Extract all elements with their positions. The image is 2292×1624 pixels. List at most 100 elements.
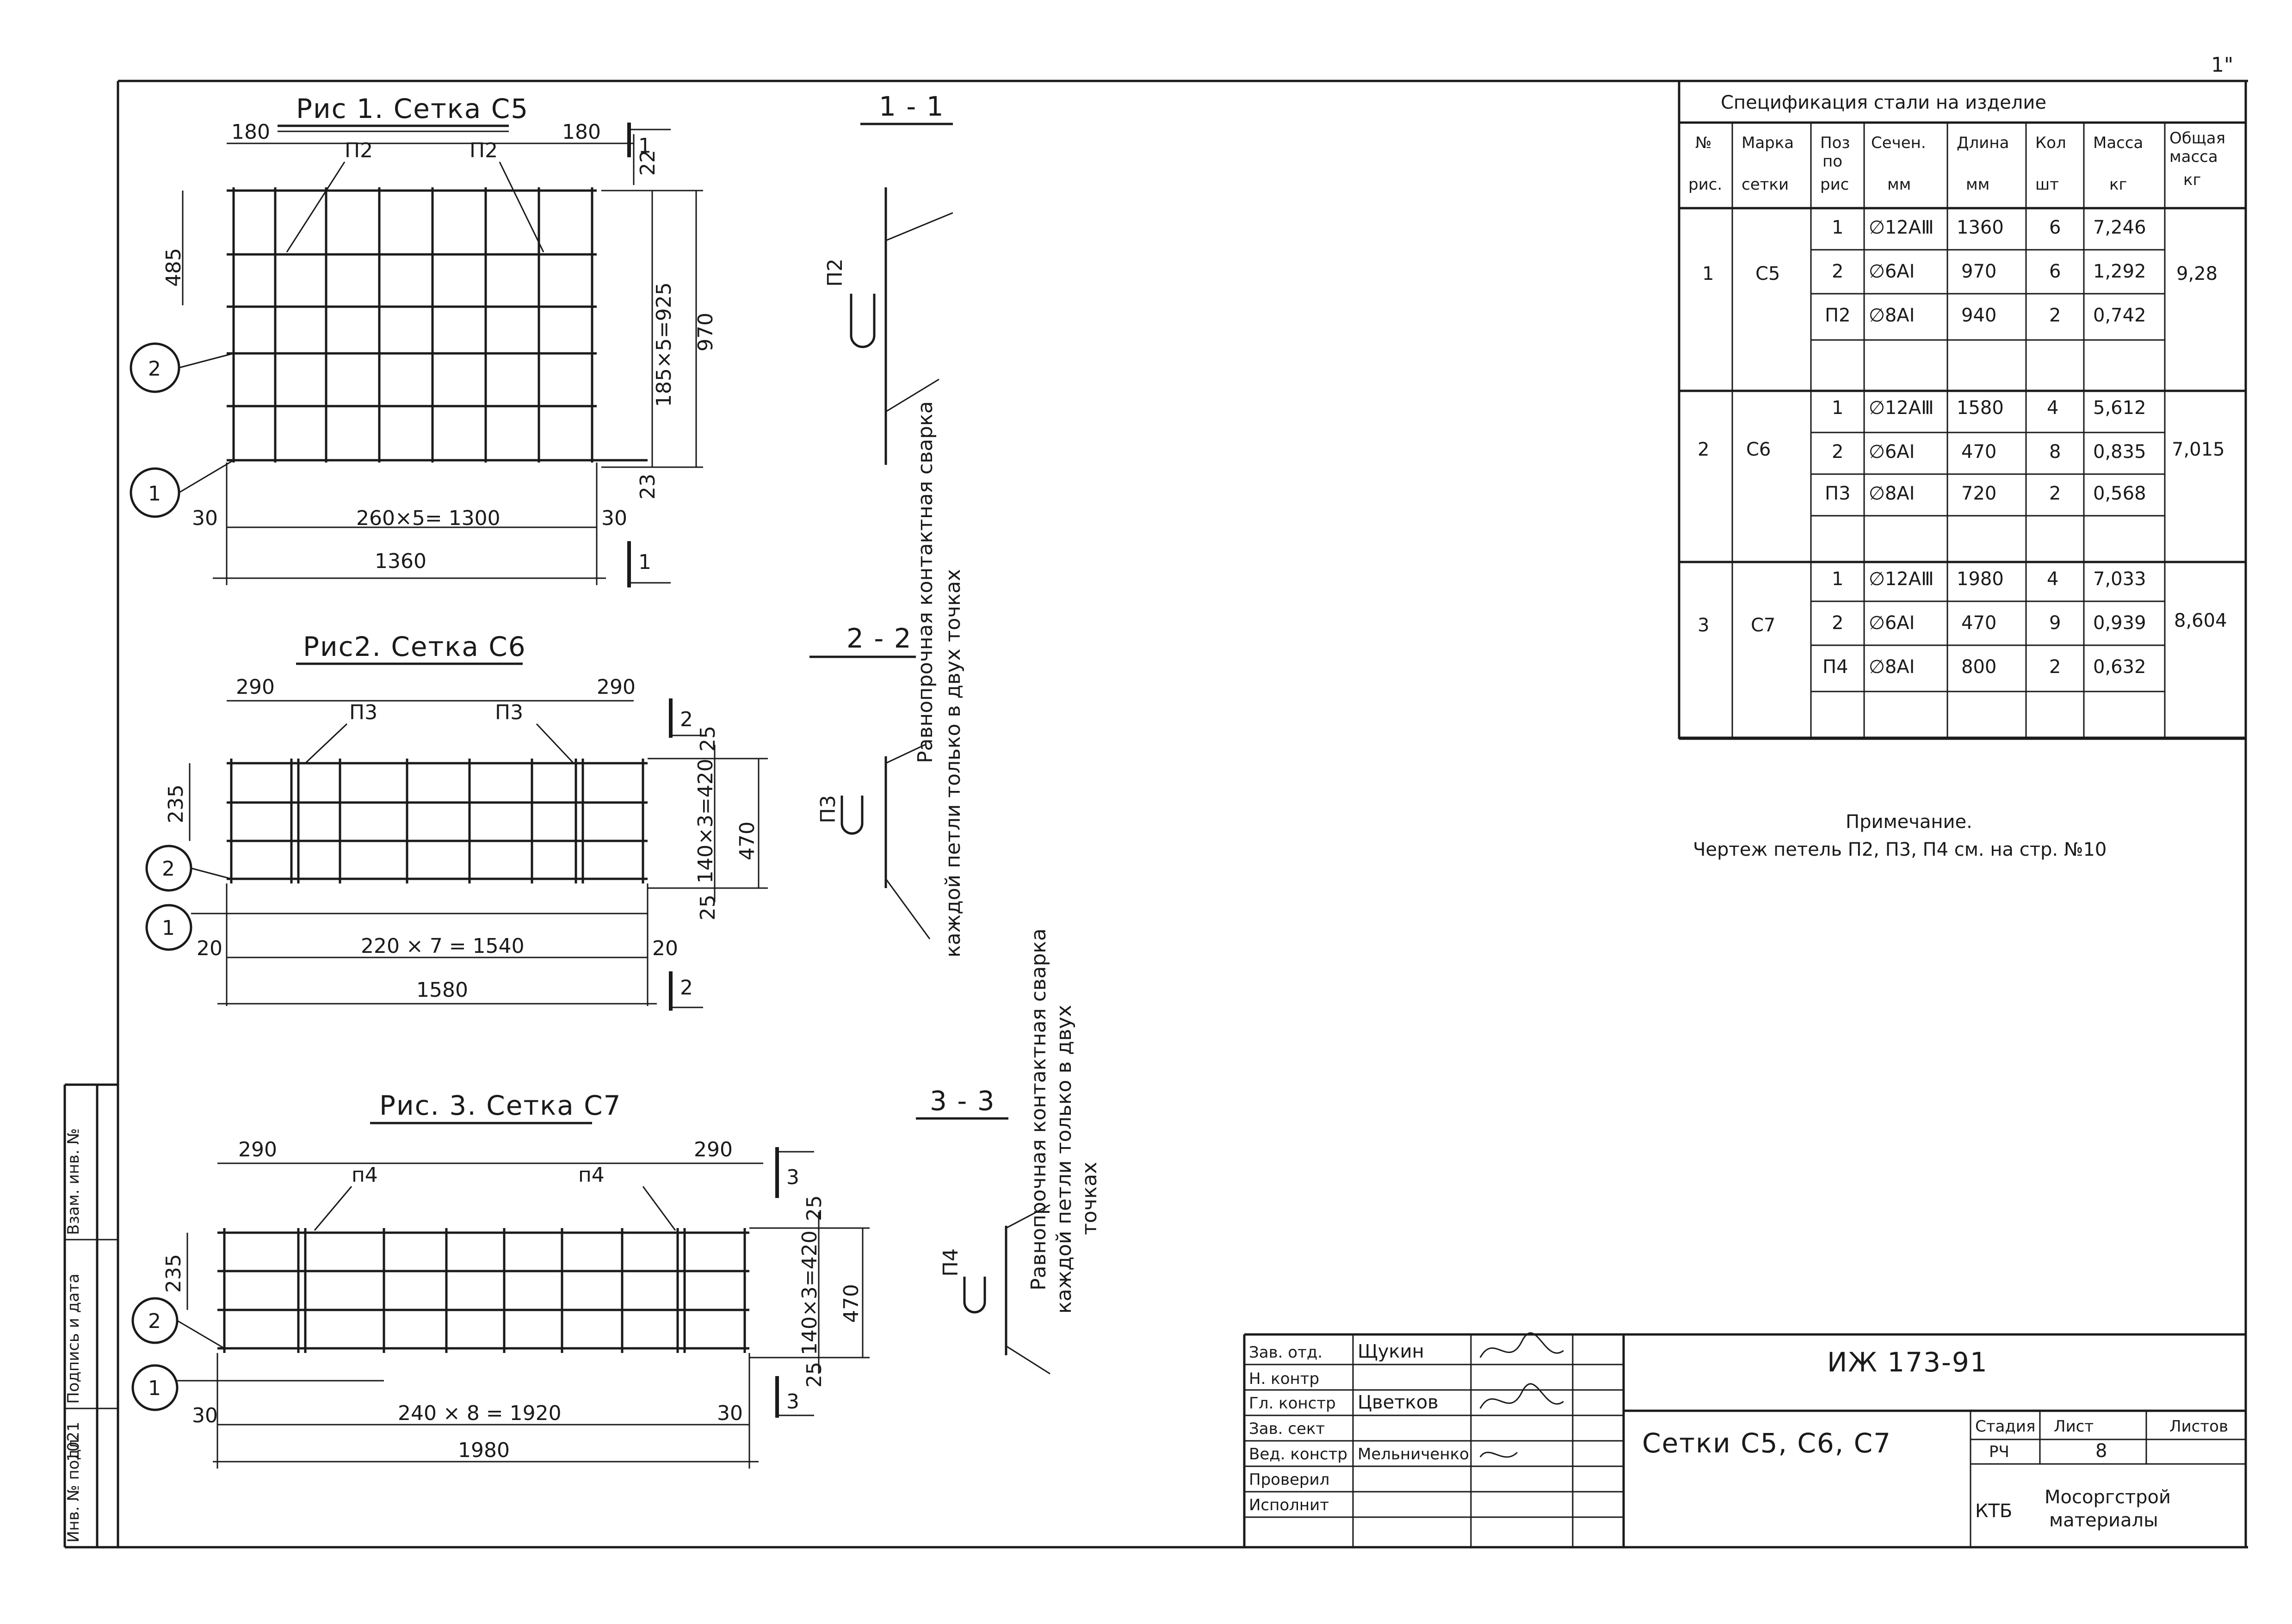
figure-3: Рис. 3. Сетка С7 290 290 п4 п4 <box>131 1090 870 1469</box>
spec-g1-r1-len: 1360 <box>1957 217 2004 238</box>
spec-g1-r1-qty: 6 <box>2049 217 2061 238</box>
spec-g3-r1-len: 1980 <box>1957 568 2004 590</box>
spec-header-pos-2: по <box>1822 152 1842 171</box>
spec-g1-r2-pos: 2 <box>1832 261 1843 282</box>
margin-stamp: Инв. № подл. 1021 Подпись и дата Взам. и… <box>64 1128 118 1543</box>
spec-g2-r2-mass: 0,835 <box>2093 441 2146 463</box>
fig1-dim-bottom-total: 1360 <box>375 550 426 573</box>
spec-g2-r2-pos: 2 <box>1832 441 1843 463</box>
spec-g2-r1-len: 1580 <box>1957 397 2004 419</box>
weld-note-3-line3: точках <box>1078 1162 1101 1235</box>
fig2-dim-vertical-outer: 470 <box>735 821 759 860</box>
spec-g1-total: 9,28 <box>2176 263 2218 284</box>
spec-header-pos-1: Поз <box>1820 134 1850 152</box>
note: Примечание. Чертеж петель П2, П3, П4 см.… <box>1693 811 2107 860</box>
spec-header-pos-3: рис <box>1820 175 1849 194</box>
fig2-dim-vertical-inner: 140×3=420 <box>694 759 717 883</box>
fig2-dim-bottom-inner: 220 × 7 = 1540 <box>361 934 525 958</box>
fig3-dim-top-right: 290 <box>694 1138 733 1161</box>
spec-g1-mark: С5 <box>1755 263 1780 284</box>
tb-doc-code: ИЖ 173-91 <box>1827 1346 1988 1378</box>
tb-name-5: Мельниченко <box>1358 1445 1469 1463</box>
fig3-dim-235: 235 <box>162 1254 185 1293</box>
tb-role-1: Зав. отд. <box>1249 1343 1322 1362</box>
fig1-dim-485: 485 <box>162 248 185 287</box>
spec-g3-r2-mass: 0,939 <box>2093 612 2146 634</box>
spec-header-mark-1: Марка <box>1742 134 1794 152</box>
section-2-2-loop: П3 <box>816 795 840 823</box>
spec-g2-r3-len: 720 <box>1961 483 1996 504</box>
section-3-3: 3 - 3 П4 <box>916 1085 1050 1375</box>
spec-g1-r3-len: 940 <box>1961 305 1996 326</box>
fig1-callout-2: 2 <box>148 357 161 381</box>
weld-note-1-line2: каждой петли только в двух точках <box>941 569 965 957</box>
spec-header-mark-2: сетки <box>1742 175 1789 194</box>
weld-note-1-line1: Равнопрочная контактная сварка <box>914 401 937 763</box>
spec-g2-mark: С6 <box>1746 439 1771 460</box>
mesh-c5 <box>227 187 648 463</box>
spec-g2-total: 7,015 <box>2172 439 2225 460</box>
fig2-dim-bottom-right: 20 <box>652 937 678 960</box>
fig2-dim-right-bottom: 25 <box>696 895 720 920</box>
spec-g3-r2-qty: 9 <box>2049 612 2061 634</box>
signature-3 <box>1479 1451 1518 1458</box>
spec-g2-r2-len: 470 <box>1961 441 1996 463</box>
spec-g3-r1-mass: 7,033 <box>2093 568 2146 590</box>
tb-sheet: 8 <box>2095 1440 2107 1462</box>
weld-note-3-line1: Равнопрочная контактная сварка <box>1027 928 1050 1291</box>
section-3-3-loop: П4 <box>939 1248 963 1277</box>
spec-g1-r3-sec: ∅8AⅠ <box>1869 305 1915 326</box>
note-text: Чертеж петель П2, П3, П4 см. на стр. №10 <box>1693 839 2107 860</box>
fig1-section-mark-bottom: 1 <box>638 550 651 574</box>
fig3-dim-bottom-inner: 240 × 8 = 1920 <box>398 1402 562 1425</box>
spec-g1-r1-sec: ∅12AⅢ <box>1869 217 1934 238</box>
spec-g1-r2-mass: 1,292 <box>2093 261 2146 282</box>
tb-role-7: Исполнит <box>1249 1496 1329 1514</box>
spec-g3-r2-len: 470 <box>1961 612 1996 634</box>
figure-2: Рис2. Сетка С6 290 290 П3 П3 <box>145 631 768 1011</box>
tb-role-5: Вед. констр <box>1249 1445 1347 1463</box>
section-2-2: 2 - 2 П3 <box>809 623 931 939</box>
spec-g2-r2-sec: ∅6AⅠ <box>1869 441 1915 463</box>
fig3-callout-1: 1 <box>148 1377 161 1400</box>
spec-g3-r3-sec: ∅8AⅠ <box>1869 656 1915 678</box>
spec-header-total-3: кг <box>2183 171 2201 189</box>
spec-header-total-1: Общая <box>2169 129 2225 148</box>
fig1-loop-label-left: П2 <box>345 139 373 162</box>
spec-g3-r1-qty: 4 <box>2047 568 2058 590</box>
fig3-dim-bottom-right: 30 <box>717 1402 743 1425</box>
fig2-loop-label-left: П3 <box>349 701 377 724</box>
spec-g2-r1-pos: 1 <box>1832 397 1843 419</box>
figure-1-title: Рис 1. Сетка С5 <box>296 93 529 124</box>
fig1-dim-bottom-inner: 260×5= 1300 <box>356 506 500 530</box>
spec-g3-r3-pos: П4 <box>1822 656 1848 678</box>
spec-g2-r1-qty: 4 <box>2047 397 2058 419</box>
fig3-dim-bottom-total: 1980 <box>458 1439 510 1462</box>
fig1-callout-1: 1 <box>148 482 161 506</box>
fig3-loop-label-left: п4 <box>352 1163 378 1187</box>
spec-g1-r2-len: 970 <box>1961 261 1996 282</box>
fig2-dim-bottom-left: 20 <box>197 937 222 960</box>
margin-stamp-sign: Подпись и дата <box>64 1273 83 1404</box>
margin-stamp-inv: Инв. № подл. <box>64 1434 83 1543</box>
weld-note-3-line2: каждой петли только в двух <box>1052 1005 1076 1314</box>
title-block: Зав. отд. Н. контр Гл. констр Зав. сект … <box>1243 1332 2246 1547</box>
fig1-dim-vertical-outer: 970 <box>694 313 717 352</box>
section-1-1-loop: П2 <box>823 259 847 287</box>
fig1-dim-right-bottom: 23 <box>636 474 660 500</box>
margin-stamp-replace: Взам. инв. № <box>64 1128 83 1235</box>
tb-doc-title: Сетки С5, С6, С7 <box>1642 1427 1891 1459</box>
spec-g1-r2-sec: ∅6AⅠ <box>1869 261 1915 282</box>
section-1-1-title: 1 - 1 <box>879 91 945 122</box>
spec-header-sec-1: Сечен. <box>1871 134 1926 152</box>
spec-g3-fig: 3 <box>1698 615 1709 636</box>
spec-g1-r3-pos: П2 <box>1825 305 1851 326</box>
spec-g3-total: 8,604 <box>2174 610 2227 631</box>
spec-g1-fig: 1 <box>1702 263 1714 284</box>
spec-header-mass-1: Масса <box>2093 134 2143 152</box>
signature-1 <box>1479 1332 1564 1358</box>
fig2-dim-235: 235 <box>164 784 188 823</box>
spec-header-qty-1: Кол <box>2035 134 2066 152</box>
fig3-section-mark-top: 3 <box>786 1166 799 1189</box>
